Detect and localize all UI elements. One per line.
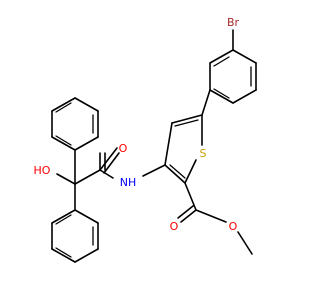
double-bond-inner [55,102,72,113]
sulfur-label: S [200,147,207,160]
bond-aryl-thiophene [201,89,211,116]
thiophene-ring [164,114,203,184]
bond [164,122,173,166]
double-bond-inner [55,214,72,225]
bromine-label: Br [227,16,240,29]
bond-c-ester [184,182,197,211]
double-bond-inner [55,135,72,146]
amine-label: NH [120,176,137,189]
bond-c-o-carbonyl [180,209,197,223]
bond [51,248,76,263]
double-bond-inner [174,119,199,127]
bond [209,89,234,104]
bond [232,49,257,64]
bond [74,136,99,151]
bond [51,97,76,112]
bond-nh-c [99,169,114,179]
carbonyl-oxygen-label: O [170,220,179,233]
bond [74,248,99,263]
double-bond-inner [213,56,230,67]
bond [171,114,203,124]
bond-amide-carbonyl-double [103,152,120,174]
bond [74,97,99,112]
double-bond-inner [213,88,230,99]
bond-amide-carbonyl [99,147,118,171]
bond-o-methyl [237,231,253,255]
bond-c-oh [56,173,76,185]
molecule-canvas: Br S HO NH O O O [33,16,257,263]
molecule-structure: Br S HO NH O O O [34,16,257,263]
phenyl-ring-bottom [51,209,99,263]
bond [209,49,234,64]
bond [232,89,257,104]
bond-c-o-carbonyl-double [177,205,194,219]
phenyl-ring-top [51,97,99,151]
double-bond-inner [55,247,72,258]
bond [51,136,76,151]
ester-oxygen-label: O [229,220,238,233]
double-bond-inner [169,164,186,179]
bond-c-nh [142,164,166,177]
bond [184,159,197,184]
bond [74,209,99,224]
bond [51,209,76,224]
amide-oxygen-label: O [119,142,128,155]
bond-c-o-ester [195,209,227,223]
hydroxyl-label: HO [34,164,51,177]
bond [164,164,186,184]
bromophenyl-ring [209,49,257,104]
bond-c-cq [74,169,101,185]
